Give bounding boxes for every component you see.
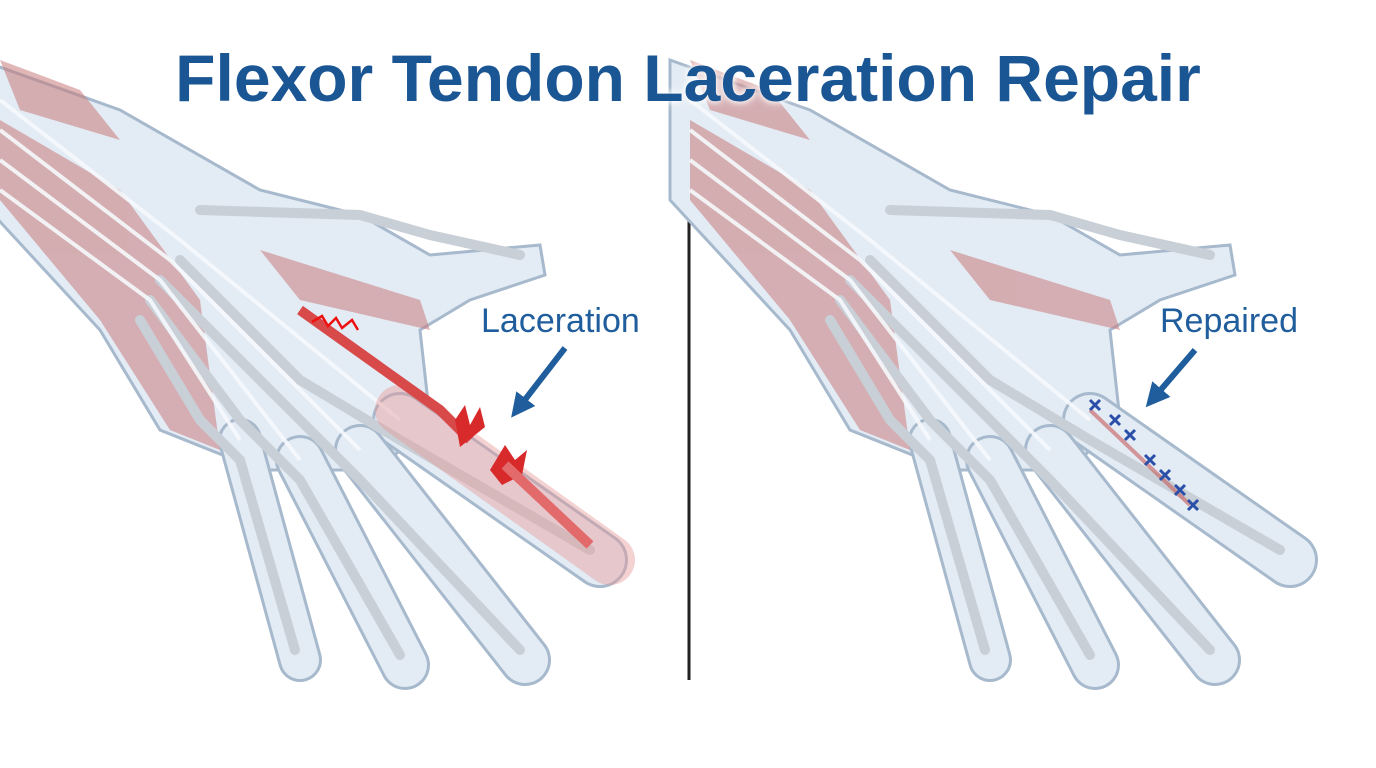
suture-repair: [1088, 398, 1200, 512]
repaired-arrow: [1145, 348, 1198, 408]
laceration-injury: [297, 305, 635, 585]
repaired-label: Repaired: [1160, 302, 1298, 340]
laceration-arrow: [511, 346, 568, 418]
page-title: Flexor Tendon Laceration Repair: [175, 41, 1201, 115]
laceration-label: Laceration: [481, 302, 640, 340]
injured-hand: [0, 60, 600, 665]
repaired-hand: [670, 60, 1290, 665]
